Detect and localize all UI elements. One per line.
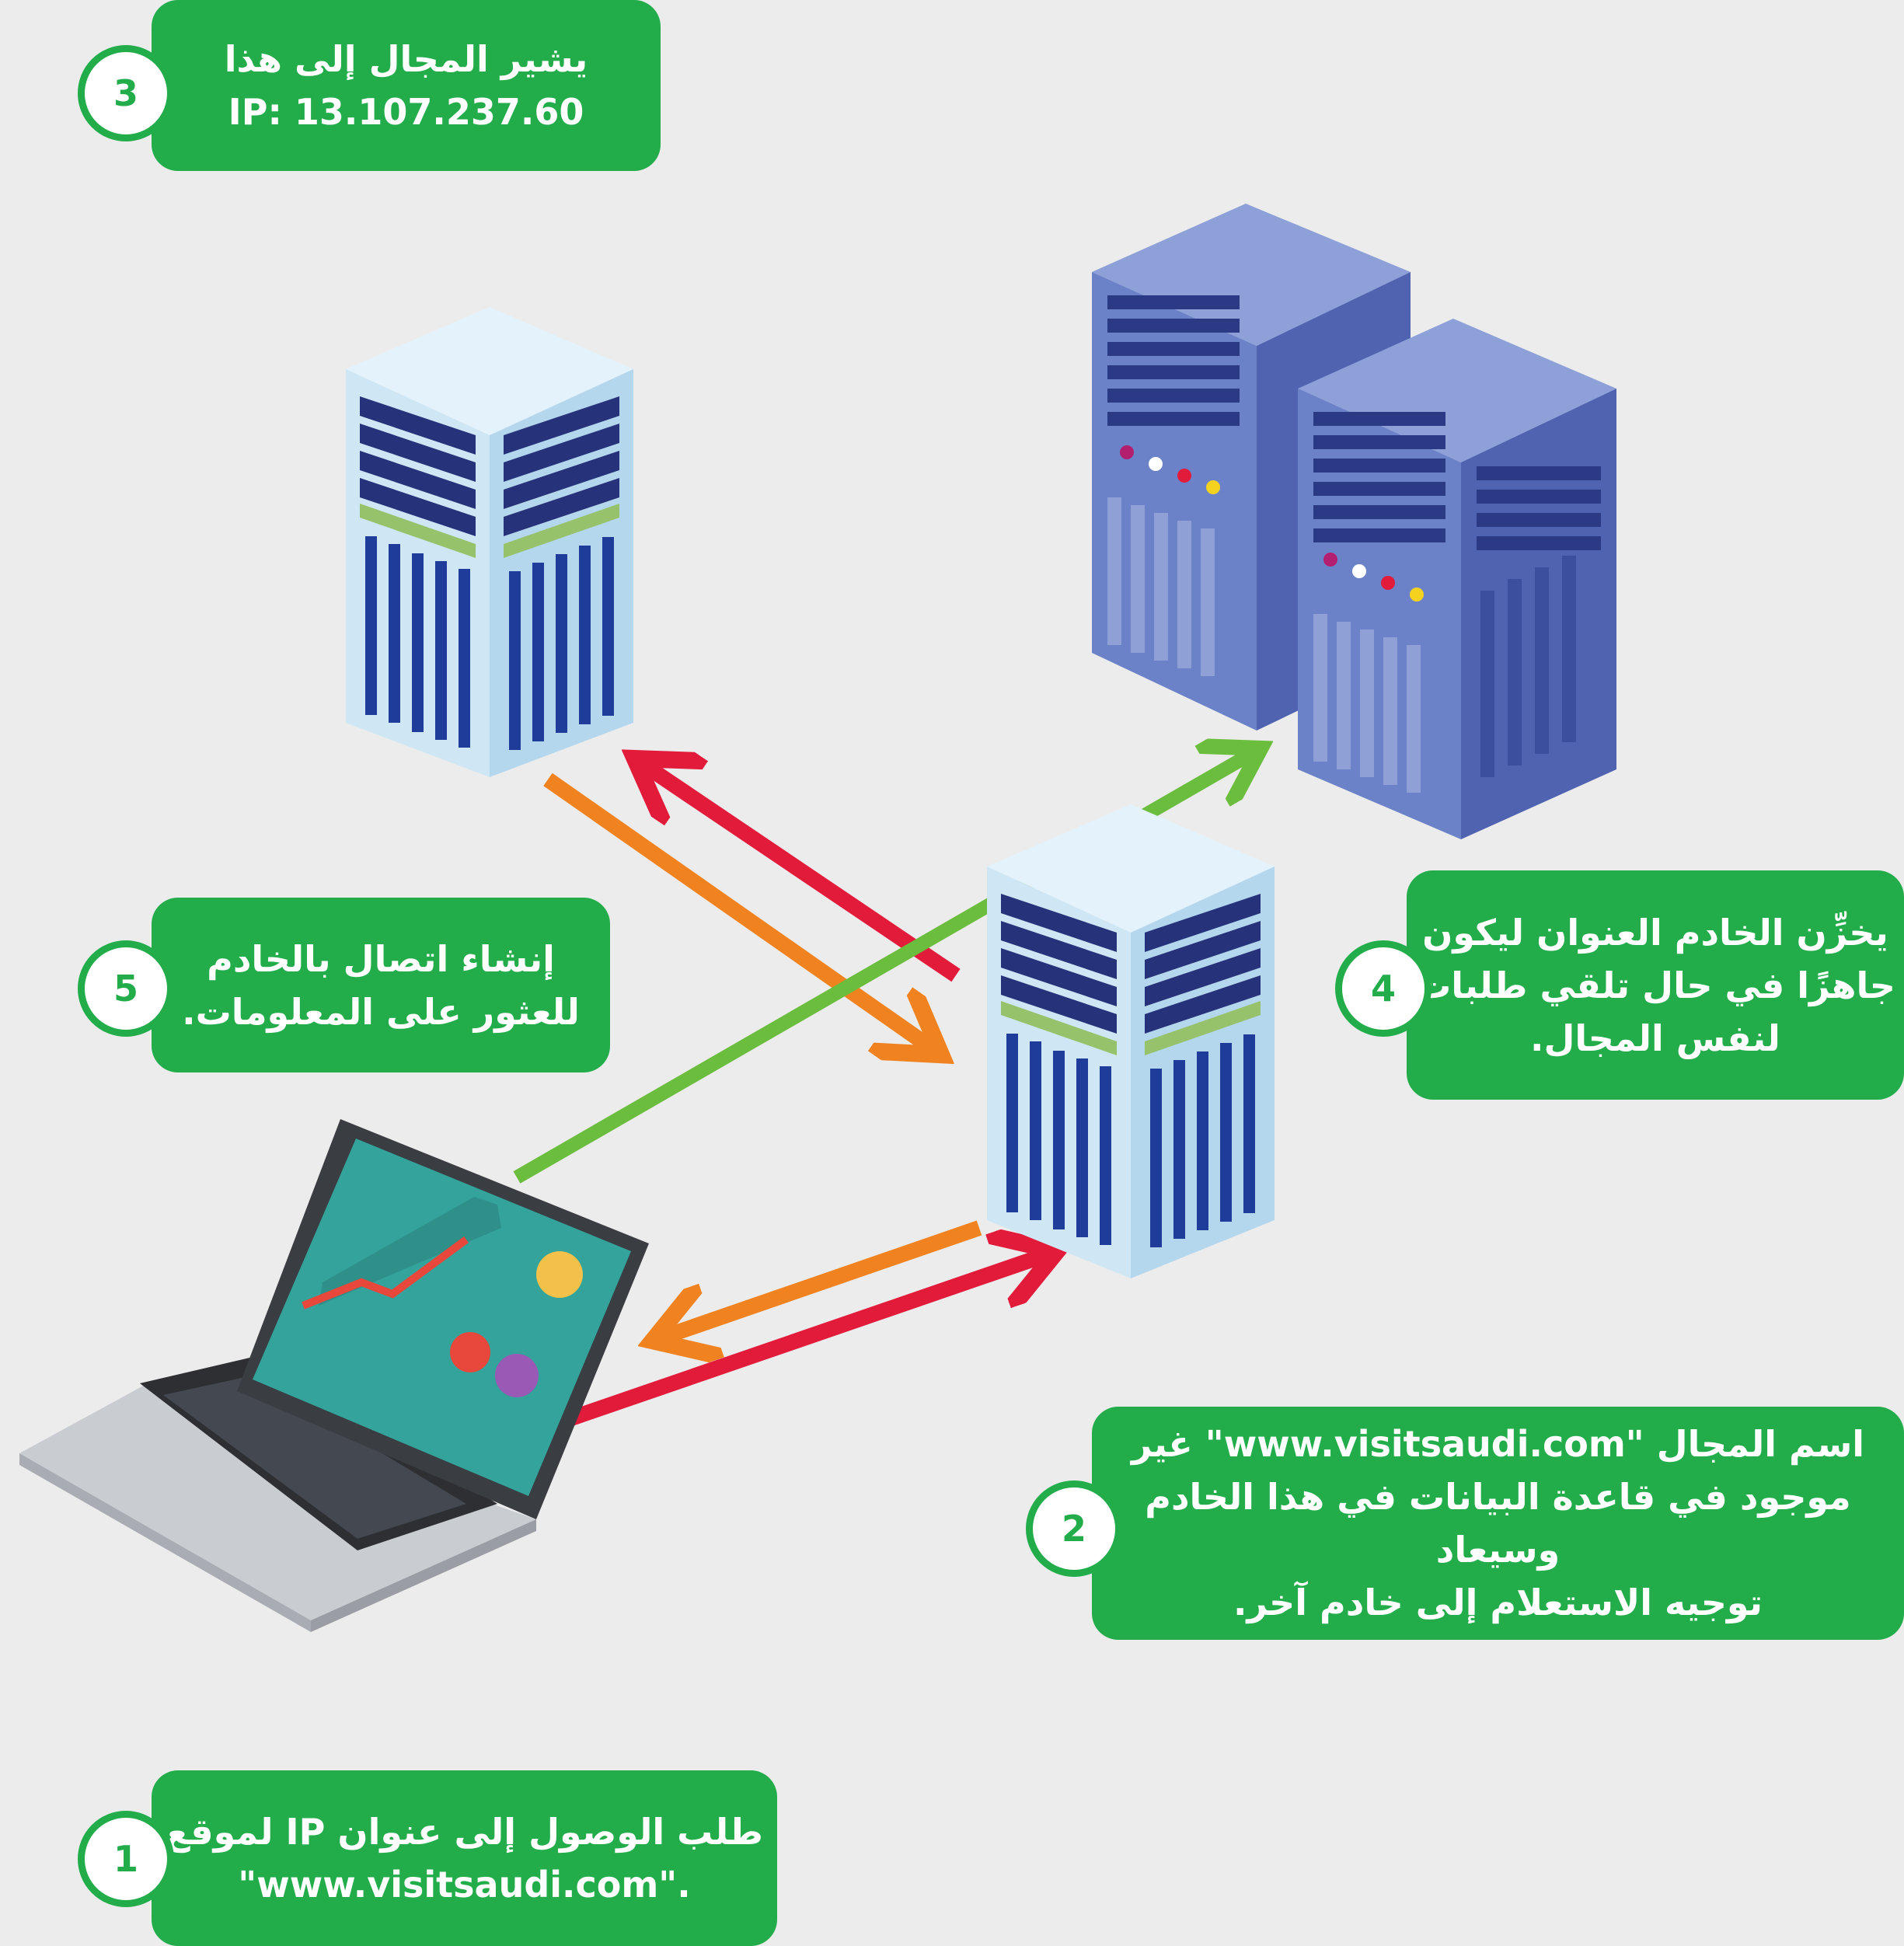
step-1-callout: طلب الوصول إلى عنوان IP لموقع ."www.visi… bbox=[152, 1770, 777, 1946]
step-5-badge: 5 bbox=[78, 940, 174, 1037]
step-4-badge: 4 bbox=[1335, 940, 1431, 1037]
step-2-callout: اسم المجال "www.visitsaudi.com" غير موجو… bbox=[1092, 1407, 1904, 1640]
step-2-text: اسم المجال "www.visitsaudi.com" غير موجو… bbox=[1131, 1423, 1865, 1623]
dns-server-icon bbox=[987, 804, 1275, 1278]
step-3-text: يشير المجال إلى هذا IP: 13.107.237.60 bbox=[224, 38, 588, 133]
step-1-text: طلب الوصول إلى عنوان IP لموقع ."www.visi… bbox=[166, 1811, 763, 1906]
arrow-root-to-dns bbox=[543, 772, 931, 1048]
arrow-dns-to-laptop bbox=[664, 1220, 982, 1337]
chart-icon bbox=[302, 1197, 583, 1397]
step-5-text: إنشاء اتصال بالخادم للعثور على المعلومات… bbox=[182, 937, 580, 1033]
root-server-icon bbox=[346, 307, 633, 777]
step-3-callout: يشير المجال إلى هذا IP: 13.107.237.60 bbox=[152, 0, 661, 171]
step-3-badge: 3 bbox=[78, 45, 174, 141]
arrow-dns-to-root bbox=[645, 765, 961, 982]
laptop-icon bbox=[19, 1119, 649, 1632]
step-1-badge: 1 bbox=[78, 1811, 174, 1907]
flow-arrows bbox=[513, 754, 1251, 1426]
step-4-text: يخزِّن الخادم العنوان ليكون جاهزًا في حا… bbox=[1415, 911, 1895, 1059]
step-5-callout: إنشاء اتصال بالخادم للعثور على المعلومات… bbox=[152, 898, 610, 1072]
step-4-callout: يخزِّن الخادم العنوان ليكون جاهزًا في حا… bbox=[1407, 870, 1904, 1100]
storage-servers-icon bbox=[1092, 204, 1616, 839]
step-2-badge: 2 bbox=[1026, 1480, 1122, 1577]
arrow-request-to-dns bbox=[568, 1255, 1045, 1426]
